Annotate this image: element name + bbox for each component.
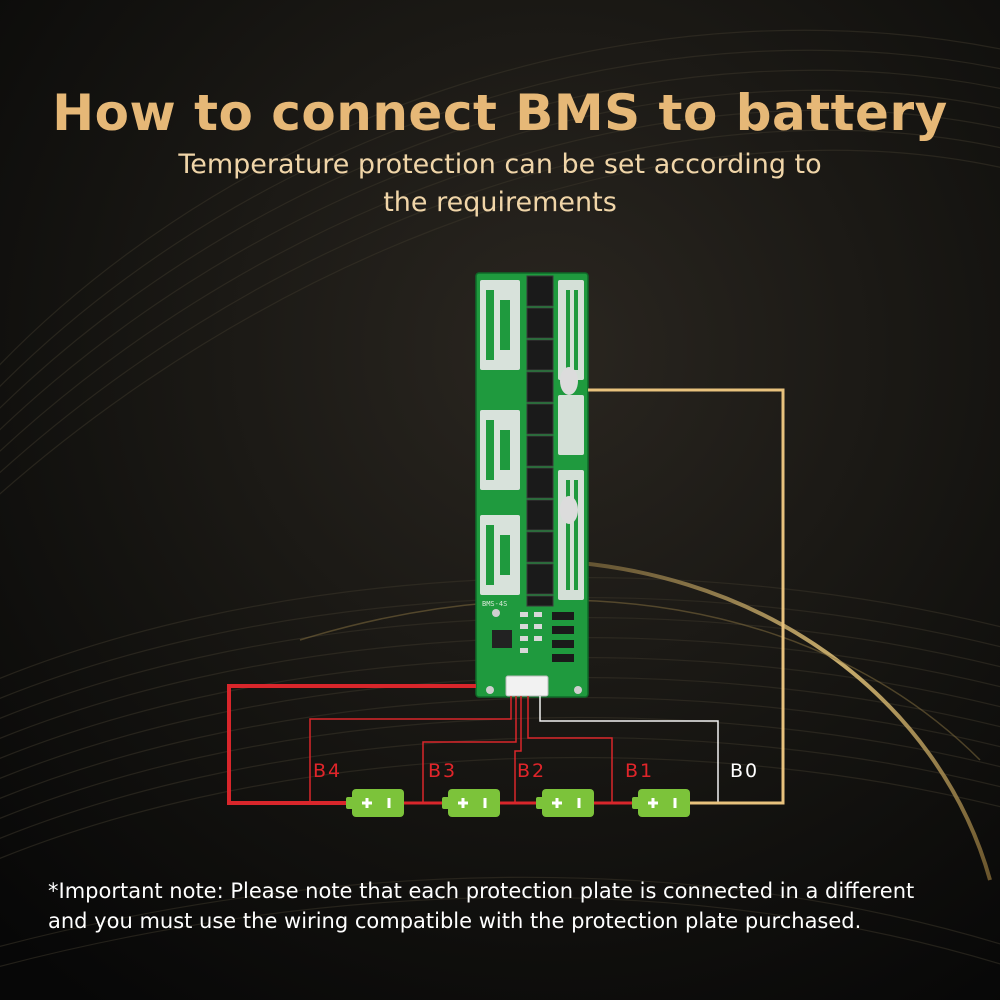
subtitle-line-2: the requirements bbox=[383, 187, 617, 218]
wire-label-b0: B0 bbox=[730, 760, 759, 782]
wire-label-b4: B4 bbox=[313, 760, 342, 782]
page-subtitle: Temperature protection can be set accord… bbox=[150, 146, 850, 222]
balance-wires bbox=[309, 696, 719, 803]
plus-icon bbox=[552, 798, 562, 808]
wire-label-b3: B3 bbox=[428, 760, 457, 782]
battery-cell bbox=[442, 789, 500, 817]
note-line-1: *Important note: Please note that each p… bbox=[48, 879, 915, 903]
temperature-sensor-wire bbox=[588, 388, 785, 805]
page-title: How to connect BMS to battery bbox=[52, 84, 948, 142]
battery-cell bbox=[632, 789, 690, 817]
note-line-2: and you must use the wiring compatible w… bbox=[48, 909, 862, 933]
mosfet-column bbox=[526, 275, 554, 607]
important-note: *Important note: Please note that each p… bbox=[48, 876, 978, 936]
battery-cells bbox=[346, 789, 690, 817]
wire-label-b1: B1 bbox=[625, 760, 654, 782]
bms-board: BMS-4S bbox=[475, 272, 589, 698]
main-wire bbox=[227, 684, 476, 805]
wire-label-b2: B2 bbox=[517, 760, 546, 782]
plus-icon bbox=[362, 798, 372, 808]
subtitle-line-1: Temperature protection can be set accord… bbox=[178, 149, 822, 180]
plus-icon bbox=[648, 798, 658, 808]
board-silkscreen: BMS-4S bbox=[482, 600, 507, 608]
plus-icon bbox=[458, 798, 468, 808]
battery-cell bbox=[536, 789, 594, 817]
battery-cell bbox=[346, 789, 404, 817]
balance-connector bbox=[505, 675, 549, 697]
